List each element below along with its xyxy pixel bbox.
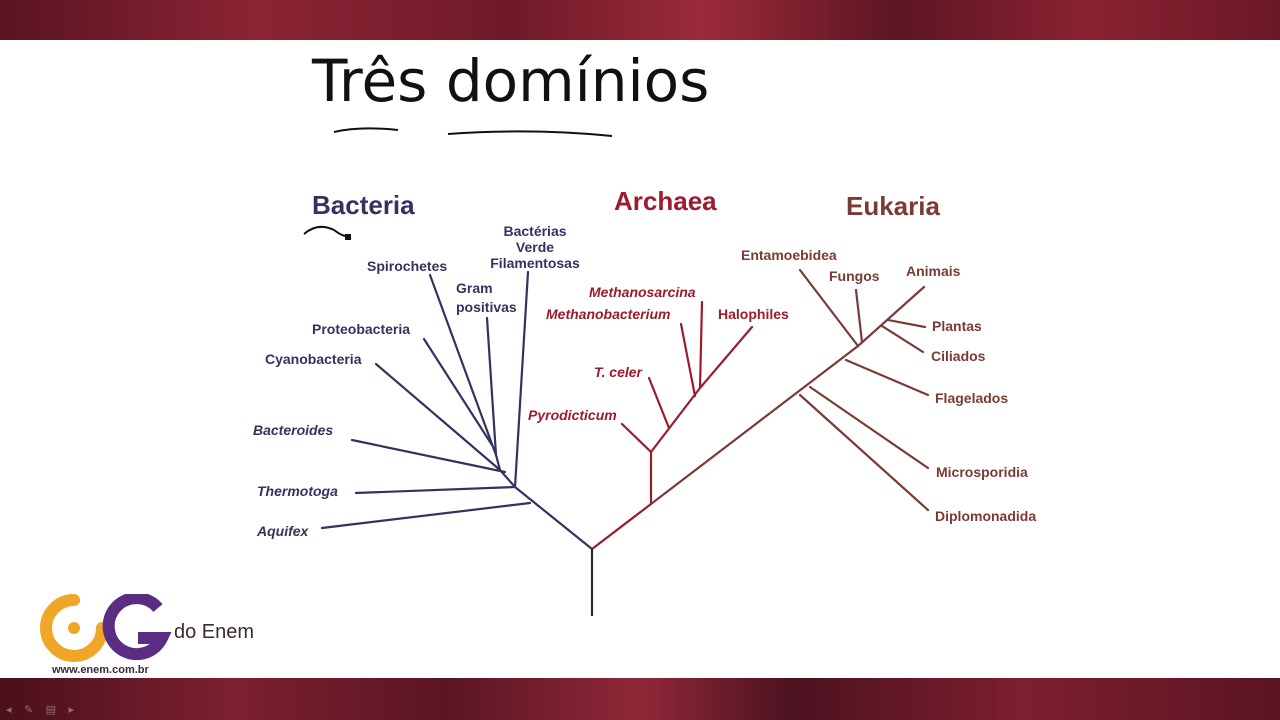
- logo-g-shape: [102, 594, 172, 661]
- taxon-cyanobacteria: Cyanobacteria: [265, 351, 362, 367]
- handwritten-underline-1: [333, 127, 399, 133]
- taxon-plantas: Plantas: [932, 318, 982, 334]
- taxon-bacterias-verde-line2: Verde: [516, 239, 554, 255]
- bacteria-branches: [320, 270, 594, 551]
- slides-icon[interactable]: ▤: [45, 703, 57, 716]
- taxon-microsporidia: Microsporidia: [936, 464, 1028, 480]
- handwritten-scribble: [303, 225, 347, 237]
- taxon-entamoebidea: Entamoebidea: [741, 247, 837, 263]
- taxon-gram-line2: positivas: [456, 299, 517, 315]
- slide-canvas: [0, 40, 1280, 678]
- logo-o-shape: [40, 594, 108, 662]
- eukaria-branches: [649, 268, 930, 512]
- taxon-pyrodicticum: Pyrodicticum: [528, 407, 617, 423]
- domain-eukaria-label: Eukaria: [846, 191, 940, 221]
- taxon-diplomonadida: Diplomonadida: [935, 508, 1036, 524]
- slideshow-controls: ◂ ✎ ▤ ▸: [6, 700, 82, 718]
- taxon-animais: Animais: [906, 263, 961, 279]
- taxon-t-celer: T. celer: [594, 364, 644, 380]
- background-top-band: [0, 0, 1280, 40]
- domain-archaea-label: Archaea: [614, 186, 717, 216]
- taxon-bacteroides: Bacteroides: [253, 422, 333, 438]
- prev-arrow-icon[interactable]: ◂: [6, 703, 12, 716]
- taxon-thermotoga: Thermotoga: [257, 483, 338, 499]
- taxon-methanosarcina: Methanosarcina: [589, 284, 696, 300]
- taxon-bacterias-verde-line1: Bactérias: [503, 223, 566, 239]
- handwritten-underline-2: [447, 130, 613, 137]
- background-bottom-band: [0, 678, 1280, 720]
- archaea-branches: [590, 300, 754, 551]
- taxon-halophiles: Halophiles: [718, 306, 789, 322]
- taxon-flagelados: Flagelados: [935, 390, 1008, 406]
- taxon-aquifex: Aquifex: [256, 523, 310, 539]
- pen-icon[interactable]: ✎: [23, 703, 34, 716]
- next-arrow-icon[interactable]: ▸: [68, 703, 75, 716]
- taxon-gram-line1: Gram: [456, 280, 493, 296]
- logo-url: www.enem.com.br: [52, 664, 149, 676]
- taxon-methanobacterium: Methanobacterium: [546, 306, 670, 322]
- taxon-bacterias-verde-line3: Filamentosas: [490, 255, 580, 271]
- taxon-fungos: Fungos: [829, 268, 880, 284]
- cursor-mark: [345, 234, 351, 240]
- taxon-spirochetes: Spirochetes: [367, 258, 447, 274]
- og-logo: [40, 594, 172, 662]
- taxon-proteobacteria: Proteobacteria: [312, 321, 410, 337]
- slide-title: Três domínios: [312, 47, 710, 115]
- taxon-ciliados: Ciliados: [931, 348, 986, 364]
- logo-o-dot: [68, 622, 80, 634]
- logo-text: do Enem: [174, 621, 255, 643]
- domain-bacteria-label: Bacteria: [312, 190, 415, 220]
